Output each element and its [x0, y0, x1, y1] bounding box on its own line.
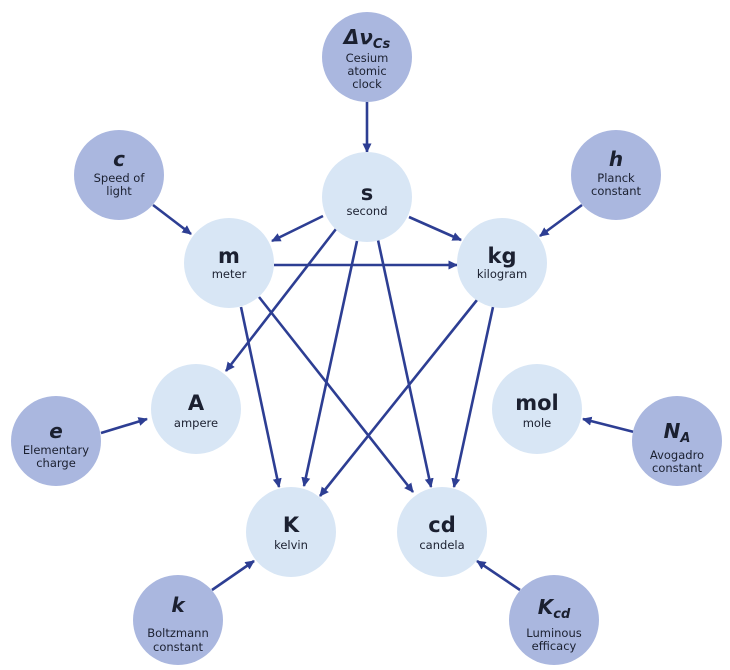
constant-na-label-2: constant: [652, 461, 702, 475]
arrow-c-to-m: [152, 203, 192, 236]
unit-meter-name: meter: [212, 267, 247, 281]
dependency-arrows: [100, 102, 635, 592]
constant-c-symbol: c: [113, 147, 125, 171]
constant-k-symbol: k: [171, 593, 186, 617]
constant-speed-of-light: c Speed of light: [74, 130, 164, 220]
arrow-s-to-m: [271, 214, 324, 243]
unit-ampere-symbol: A: [188, 391, 205, 415]
constant-cesium-label-2: atomic: [347, 64, 386, 78]
constant-cesium-symbol: ΔνCs: [342, 25, 391, 52]
constant-h-label-1: Planck: [597, 171, 635, 185]
constant-e-symbol: e: [49, 419, 63, 443]
arrow-s-to-K: [301, 240, 359, 487]
arrow-m-to-cd: [257, 296, 415, 493]
constant-e-label-1: Elementary: [23, 443, 89, 457]
constant-planck: h Planck constant: [571, 130, 661, 220]
unit-kelvin-symbol: K: [283, 513, 300, 537]
unit-kilogram-symbol: kg: [488, 244, 517, 268]
arrow-kcd-to-cd: [476, 559, 521, 592]
constant-luminous-efficacy: Kcd Luminous efficacy: [509, 575, 599, 665]
unit-second-symbol: s: [361, 181, 374, 205]
constant-kcd-label-1: Luminous: [526, 626, 582, 640]
constant-h-symbol: h: [609, 147, 623, 171]
arrow-s-to-cd: [376, 239, 434, 488]
constant-avogadro: NA Avogadro constant: [632, 396, 722, 486]
unit-ampere-name: ampere: [174, 416, 218, 430]
unit-candela-symbol: cd: [428, 513, 455, 537]
arrow-h-to-kg: [539, 203, 583, 238]
arrow-s-to-A: [224, 228, 338, 372]
unit-meter: m meter: [184, 218, 274, 308]
constant-boltzmann: k Boltzmann constant: [133, 575, 223, 665]
arrow-s-to-kg: [408, 215, 462, 242]
unit-kelvin: K kelvin: [246, 487, 336, 577]
unit-kilogram-name: kilogram: [477, 267, 527, 281]
unit-meter-symbol: m: [218, 244, 240, 268]
arrow-na-to-mol: [582, 416, 635, 434]
unit-mole-symbol: mol: [515, 391, 559, 415]
constant-h-label-2: constant: [591, 184, 641, 198]
constant-na-label-1: Avogadro: [650, 448, 704, 462]
unit-mole: mol mole: [492, 364, 582, 454]
unit-kelvin-name: kelvin: [274, 538, 308, 552]
arrow-k-to-K: [211, 559, 255, 592]
arrow-kg-to-K: [318, 299, 479, 497]
constant-k-label-2: constant: [153, 640, 203, 654]
constant-na-symbol: NA: [664, 419, 691, 446]
unit-ampere: A ampere: [151, 364, 241, 454]
unit-mole-name: mole: [523, 416, 552, 430]
arrow-m-to-K: [239, 306, 282, 488]
constant-kcd-symbol: Kcd: [538, 595, 571, 622]
constant-k-label-1: Boltzmann: [147, 626, 209, 640]
constant-c-label-2: light: [106, 184, 132, 198]
constant-cesium: ΔνCs Cesium atomic clock: [322, 12, 412, 102]
unit-second: s second: [322, 152, 412, 242]
arrow-kg-to-cd: [451, 306, 495, 488]
constant-cesium-label-3: clock: [352, 77, 382, 91]
arrow-e-to-A: [100, 417, 148, 435]
constant-cesium-label-1: Cesium: [346, 51, 389, 65]
constant-e-label-2: charge: [36, 456, 76, 470]
constant-elementary-charge: e Elementary charge: [11, 396, 101, 486]
unit-candela-name: candela: [419, 538, 464, 552]
constant-kcd-label-2: efficacy: [532, 639, 577, 653]
unit-candela: cd candela: [397, 487, 487, 577]
unit-second-name: second: [346, 204, 387, 218]
unit-kilogram: kg kilogram: [457, 218, 547, 308]
constant-c-label-1: Speed of: [94, 171, 146, 185]
